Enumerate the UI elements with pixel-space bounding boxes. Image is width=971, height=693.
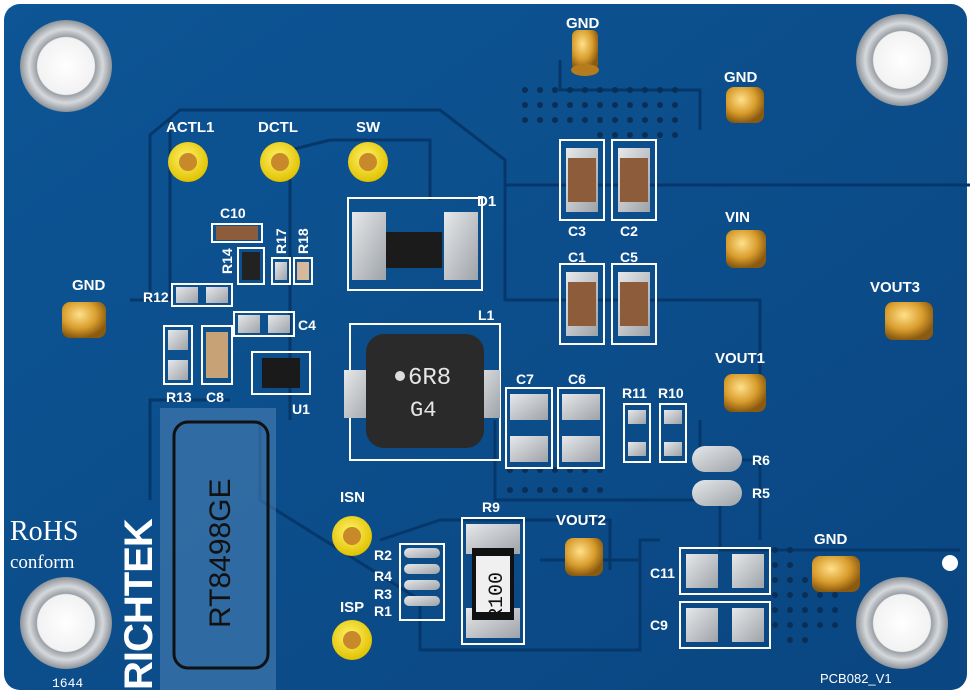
label-sw: SW [356,119,381,136]
label-c2: C2 [620,223,638,239]
label-r13: R13 [166,389,192,405]
via-field-bottom-right [772,547,838,643]
label-r6: R6 [752,452,770,468]
label-gnd-left: GND [72,277,106,294]
capacitor-c3 [559,139,605,221]
capacitor-c1 [559,263,605,345]
capacitor-c6 [557,387,605,469]
gnd-post-left[interactable] [62,302,106,338]
resistor-r11 [623,403,651,463]
label-gnd-top-right: GND [724,69,758,86]
vout2-post[interactable] [565,538,603,576]
label-r2: R2 [374,547,392,563]
label-dctl: DCTL [258,119,298,136]
label-u1: U1 [292,401,310,417]
label-c6: C6 [568,371,586,387]
isn-test-point[interactable] [332,516,372,556]
dctl-test-point[interactable] [260,142,300,182]
label-r4: R4 [374,568,392,584]
label-c9: C9 [650,617,668,633]
label-c1: C1 [568,249,586,265]
capacitor-c9 [679,601,771,649]
label-r11: R11 [622,385,647,401]
label-c5: C5 [620,249,638,265]
label-r12: R12 [143,289,169,305]
vout1-post[interactable] [724,374,766,412]
label-c10: C10 [220,205,246,221]
resistor-r10 [659,403,687,463]
label-r5: R5 [752,485,770,501]
resistor-r12 [171,283,233,307]
resistor-r17 [271,257,291,285]
actl1-test-point[interactable] [168,142,208,182]
brand-logo-text: RICHTEK [117,518,161,690]
capacitor-c5 [611,263,657,345]
label-r14: R14 [219,248,235,274]
label-r1: R1 [374,603,392,619]
mount-hole-top-left [20,20,112,112]
label-vout3: VOUT3 [870,279,920,296]
label-c11: C11 [650,565,675,581]
sw-test-point[interactable] [348,142,388,182]
label-c7: C7 [516,371,534,387]
label-actl1: ACTL1 [166,119,214,136]
gnd-post-top-right[interactable] [726,87,764,123]
resistor-r5 [692,480,742,506]
resistor-r9 [461,517,525,645]
label-isn: ISN [340,489,365,506]
label-isp: ISP [340,599,364,616]
isp-test-point[interactable] [332,620,372,660]
label-conform: conform [10,552,75,573]
diode-d1 [347,197,483,291]
date-code: 1644 [52,676,83,691]
capacitor-c8 [201,325,233,385]
resistor-r13 [163,325,193,385]
capacitor-c2 [611,139,657,221]
via-field-top [522,87,678,138]
vin-post[interactable] [726,230,766,268]
label-vout1: VOUT1 [715,350,765,367]
label-r17: R17 [273,228,289,254]
label-r18: R18 [295,228,311,254]
chip-label: RT8498GE [204,478,237,628]
inductor-marking-2: G4 [410,398,436,423]
resistor-marking: R100 [486,572,509,620]
label-r3: R3 [374,586,392,602]
label-vin: VIN [725,209,750,226]
vout3-post[interactable] [885,302,933,340]
label-c4: C4 [298,317,316,333]
inductor-l1 [344,323,501,461]
mount-hole-bottom-left [20,577,112,669]
ic-u1 [251,351,311,395]
gnd-post-bottom-right[interactable] [812,556,860,592]
mount-hole-bottom-right [856,577,948,669]
label-gnd-top: GND [566,15,600,32]
label-rohs: RoHS [10,516,78,547]
inductor-marking-1: 6R8 [408,365,451,392]
label-d1: D1 [477,193,496,210]
resistor-r18 [293,257,313,285]
capacitor-c4 [233,311,295,337]
label-c8: C8 [206,389,224,405]
label-c3: C3 [568,223,586,239]
pcb-id: PCB082_V1 [820,671,892,686]
label-l1: L1 [478,307,495,323]
label-gnd-bottom-right: GND [814,531,848,548]
resistor-array-r1-r4 [399,543,445,621]
resistor-r6 [692,446,742,472]
mount-hole-top-right [856,14,948,106]
capacitor-c7 [505,387,553,469]
label-r9: R9 [482,499,500,515]
capacitor-c10 [211,223,263,243]
label-r10: R10 [658,385,684,401]
capacitor-c11 [679,547,771,595]
resistor-r14 [237,247,265,285]
gnd-post-top[interactable] [571,30,599,76]
label-vout2: VOUT2 [556,512,606,529]
